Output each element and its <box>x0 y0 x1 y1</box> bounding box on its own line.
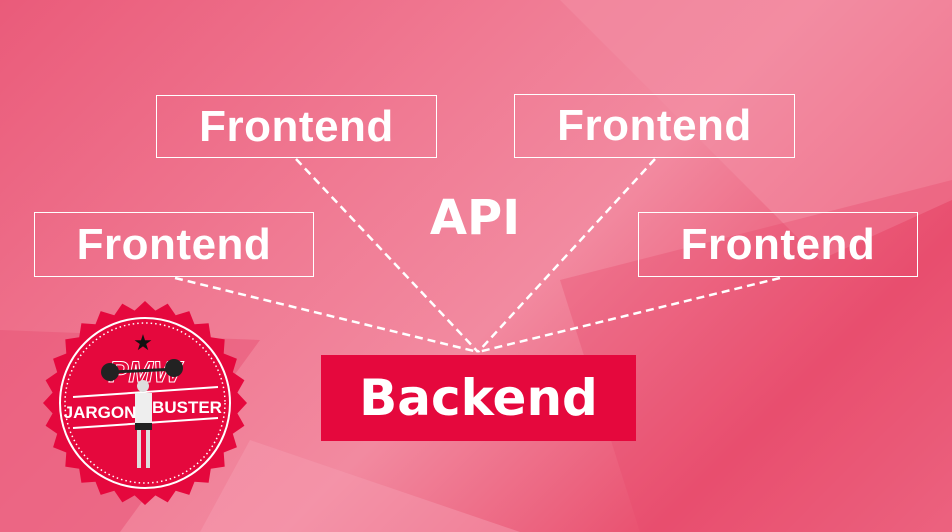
badge-ring <box>59 317 231 489</box>
star-icon: ★ <box>133 330 153 355</box>
backend-box: Backend <box>321 355 636 441</box>
badge-word-buster: BUSTER <box>152 398 222 417</box>
barbell-weight <box>165 359 183 377</box>
frontend-box: Frontend <box>638 212 918 277</box>
connector-line <box>295 158 479 353</box>
badge-word-jargon: JARGON <box>64 403 137 422</box>
api-label: API <box>429 190 521 246</box>
frontend-box: Frontend <box>514 94 795 158</box>
frontend-box: Frontend <box>156 95 437 158</box>
frontend-box: Frontend <box>34 212 314 277</box>
badge-dotted-ring <box>64 322 226 484</box>
barbell-weight <box>101 363 119 381</box>
strongman-figure <box>135 380 152 468</box>
connector-line <box>477 158 656 353</box>
